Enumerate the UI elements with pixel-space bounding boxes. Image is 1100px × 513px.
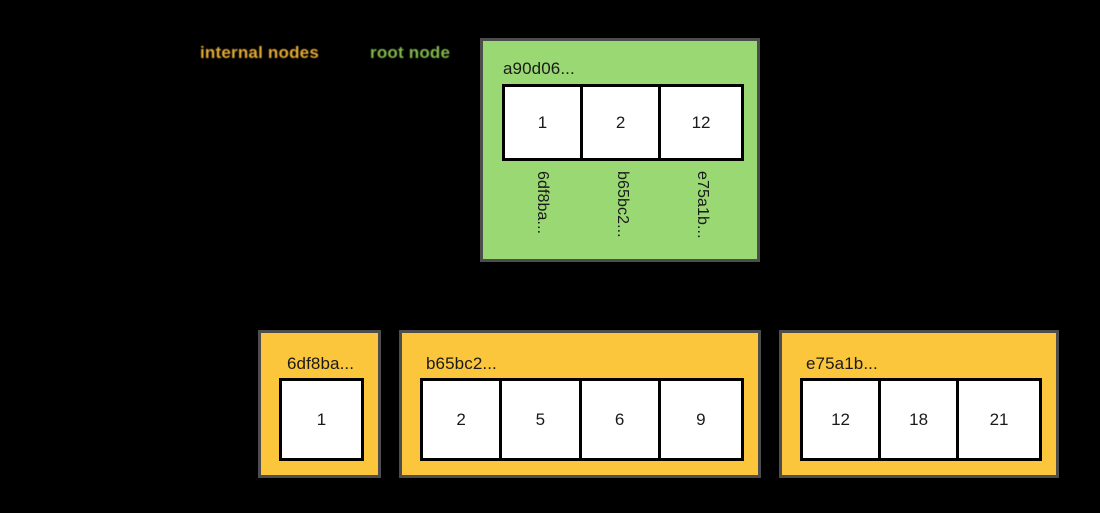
key-cell: 12 bbox=[803, 381, 882, 458]
node-hash-label: e75a1b... bbox=[806, 354, 878, 373]
node-hash-label: b65bc2... bbox=[426, 354, 497, 373]
root-node[interactable]: a90d06... 1 2 12 6df8ba... b65bc2... e75… bbox=[480, 38, 760, 262]
key-cell: 6 bbox=[581, 381, 661, 458]
root-child-pointer-label: b65bc2... bbox=[614, 171, 631, 238]
root-node-hash-label: a90d06... bbox=[503, 59, 575, 78]
root-child-pointer-label: 6df8ba... bbox=[534, 171, 551, 235]
key-cell: 1 bbox=[282, 381, 361, 458]
node-key-cells: 2 5 6 9 bbox=[420, 378, 744, 461]
node-key-cells: 12 18 21 bbox=[800, 378, 1042, 461]
root-node-key-cells: 1 2 12 bbox=[502, 84, 744, 161]
key-cell: 9 bbox=[660, 381, 742, 458]
root-child-pointer-label: e75a1b... bbox=[694, 171, 711, 239]
key-cell: 2 bbox=[423, 381, 503, 458]
root-key-cell: 2 bbox=[583, 87, 662, 158]
root-key-cell: 12 bbox=[661, 87, 742, 158]
key-cell: 18 bbox=[881, 381, 960, 458]
key-cell: 21 bbox=[959, 381, 1040, 458]
internal-node-6df8ba[interactable]: 6df8ba... 1 bbox=[258, 330, 381, 478]
root-key-cell: 1 bbox=[505, 87, 584, 158]
key-cell: 5 bbox=[502, 381, 582, 458]
internal-node-b65bc2[interactable]: b65bc2... 2 5 6 9 bbox=[399, 330, 761, 478]
legend-item-root-node: root node bbox=[370, 43, 451, 62]
node-hash-label: 6df8ba... bbox=[287, 354, 355, 373]
node-key-cells: 1 bbox=[279, 378, 364, 461]
internal-node-e75a1b[interactable]: e75a1b... 12 18 21 bbox=[779, 330, 1059, 478]
legend-item-internal-nodes: internal nodes bbox=[200, 43, 319, 62]
